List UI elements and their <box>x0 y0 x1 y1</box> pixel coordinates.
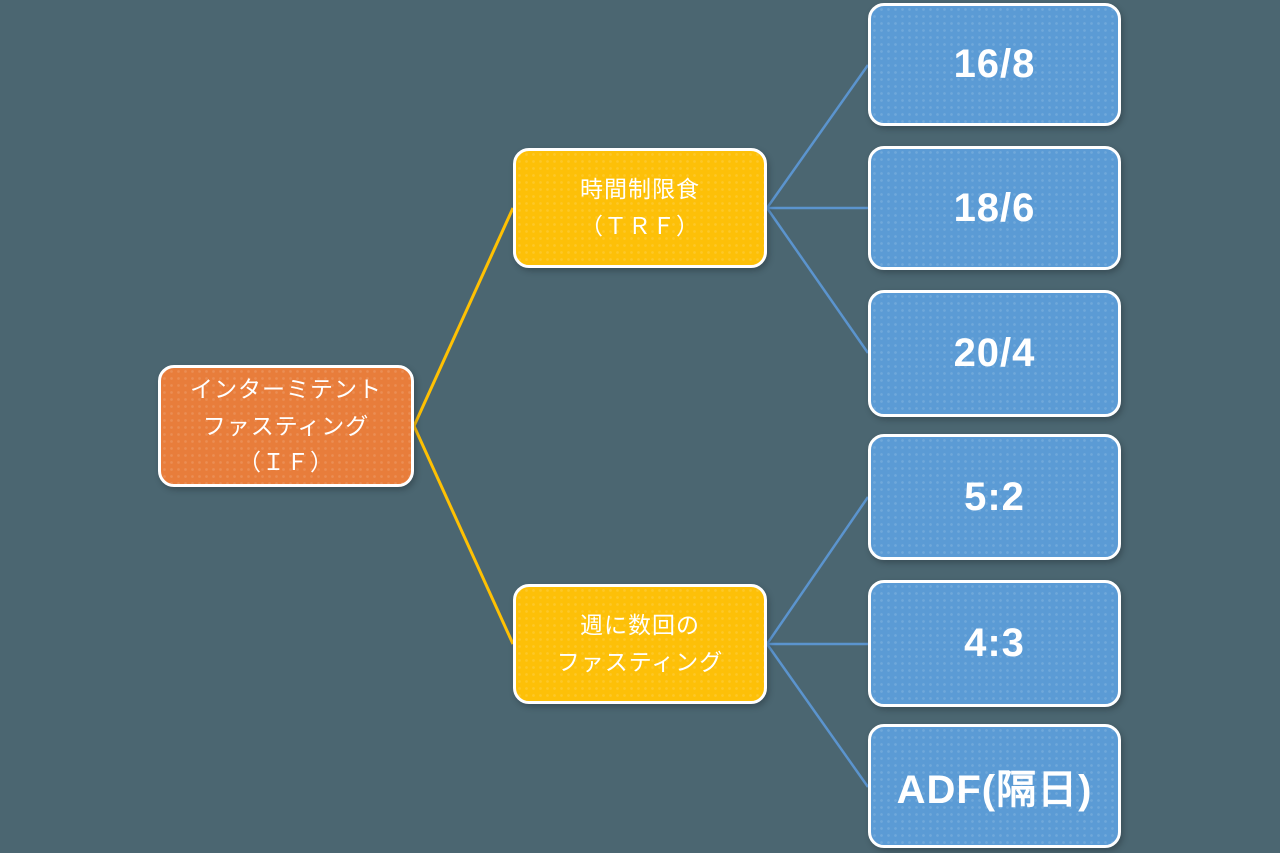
leaf-node-5-2: 5:2 <box>868 434 1121 560</box>
leaf-node-20-4: 20/4 <box>868 290 1121 417</box>
leaf-node-label: 20/4 <box>953 331 1036 375</box>
root-node-intermittent-fasting: インターミテント ファスティング （ＩＦ） <box>158 365 414 487</box>
leaf-node-label: ADF(隔日) <box>896 768 1093 812</box>
leaf-node-16-8: 16/8 <box>868 3 1121 126</box>
leaf-node-4-3: 4:3 <box>868 580 1121 707</box>
leaf-node-18-6: 18/6 <box>868 146 1121 270</box>
leaf-node-label: 4:3 <box>964 621 1025 665</box>
root-node-label: インターミテント ファスティング （ＩＦ） <box>190 375 382 476</box>
leaf-node-adf-alternate-day: ADF(隔日) <box>868 724 1121 848</box>
connector-root-to-week <box>412 425 515 645</box>
branch-node-weekly-fasting: 週に数回の ファスティング <box>513 584 767 704</box>
leaf-node-label: 5:2 <box>964 474 1025 519</box>
branch-node-label: 時間制限食 （ＴＲＦ） <box>580 176 700 239</box>
leaf-node-label: 16/8 <box>953 42 1036 86</box>
connector-trf-to-168 <box>765 64 870 209</box>
connector-week-to-adf <box>765 643 870 788</box>
connector-root-to-trf <box>412 207 515 427</box>
leaf-node-label: 18/6 <box>953 185 1036 230</box>
branch-node-label: 週に数回の ファスティング <box>556 612 724 675</box>
connector-trf-to-204 <box>765 207 870 354</box>
connector-week-to-52 <box>765 496 870 645</box>
branch-node-time-restricted-feeding: 時間制限食 （ＴＲＦ） <box>513 148 767 268</box>
